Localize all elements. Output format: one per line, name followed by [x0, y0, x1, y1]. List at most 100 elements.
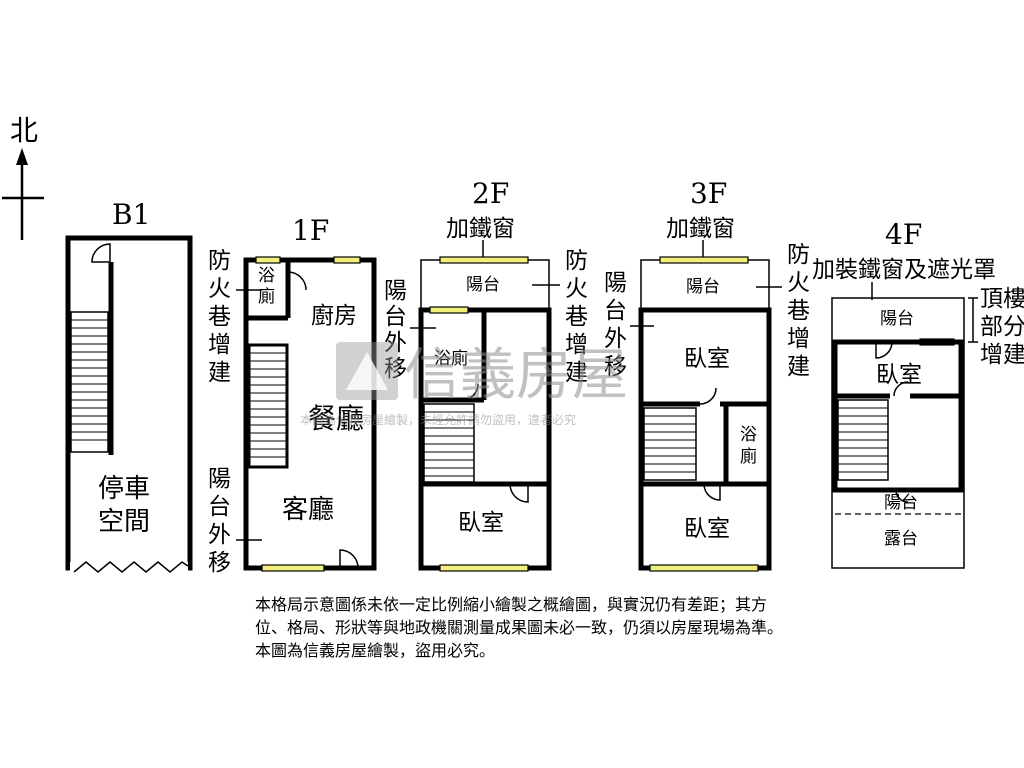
floor-title-4f: 4F [885, 218, 922, 251]
svg-text:防: 防 [565, 248, 588, 274]
svg-text:建: 建 [565, 360, 588, 386]
floor-4f: 4F 加裝鐵窗及遮光罩 陽台 臥室 陽台 露台 頂樓 部分 增建 [812, 218, 1024, 569]
4f-stair-steps [838, 407, 888, 473]
svg-text:防: 防 [208, 248, 231, 274]
svg-text:移: 移 [384, 356, 407, 382]
floor-3f: 3F 加鐵窗 陽台 臥室 浴 廁 臥室 陽 台 外 移 防 [604, 177, 810, 572]
1f-bath-door [287, 271, 307, 291]
3f-label-balcony: 陽 台 外 移 [604, 270, 627, 380]
3f-label-firelane: 防 火 巷 增 建 [787, 242, 810, 380]
floor-title-b1: B1 [112, 198, 150, 231]
1f-room-bath-2: 廁 [258, 286, 275, 307]
b1-door-swing [91, 243, 111, 263]
2f-label-balcony: 陽 台 外 移 [384, 278, 407, 382]
4f-balcony-door [875, 341, 893, 359]
svg-text:台: 台 [604, 298, 627, 324]
b1-room-2: 空間 [98, 507, 150, 537]
disclaimer-line-3: 本圖為信義房屋繪製，盜用必究。 [255, 641, 496, 660]
svg-text:移: 移 [208, 550, 231, 576]
1f-room-living: 客廳 [282, 495, 334, 525]
2f-top-label: 加鐵窗 [446, 216, 515, 242]
disclaimer-line-1: 本格局示意圖係未依一定比例縮小繪製之概繪圖，與實況仍有差距；其方 [255, 595, 768, 614]
watermark: 信義房屋 本圖為信義房屋繪製，未經允許請勿盜用，違者必究 [300, 342, 628, 427]
3f-window-bottom [649, 564, 759, 572]
2f-room-bedroom: 臥室 [458, 510, 504, 536]
svg-text:部分: 部分 [980, 314, 1024, 340]
3f-window-top [659, 256, 749, 264]
svg-text:巷: 巷 [208, 304, 231, 330]
4f-bedroom-door [893, 381, 909, 397]
4f-room-balcony-bottom: 陽台 [884, 493, 918, 513]
4f-room-bedroom: 臥室 [876, 362, 922, 388]
svg-text:陽: 陽 [604, 270, 627, 296]
svg-text:增: 增 [208, 332, 231, 358]
north-arrow-icon [16, 148, 28, 165]
svg-text:移: 移 [604, 354, 627, 380]
svg-text:台: 台 [384, 304, 407, 330]
svg-text:台: 台 [208, 494, 231, 520]
1f-entry-door [339, 549, 359, 569]
3f-bedroom2-door [703, 483, 721, 501]
svg-text:火: 火 [208, 276, 231, 302]
svg-text:增: 增 [787, 326, 810, 352]
1f-window-top-left [255, 256, 281, 264]
b1-room-1: 停車 [98, 474, 150, 504]
watermark-brand: 信義房屋 [404, 343, 628, 408]
2f-room-bath: 浴廁 [434, 348, 468, 369]
svg-text:頂樓: 頂樓 [980, 286, 1024, 312]
3f-room-bath-1: 浴 [740, 425, 757, 445]
floor-title-3f: 3F [690, 177, 727, 210]
2f-stair-steps [424, 411, 474, 477]
2f-window-bath [429, 306, 469, 314]
watermark-notice: 本圖為信義房屋繪製，未經允許請勿盜用，違者必究 [300, 412, 576, 427]
4f-indoor-wall [832, 339, 964, 493]
3f-stair-steps [644, 415, 696, 473]
svg-text:火: 火 [787, 270, 810, 296]
2f-room-balcony: 陽台 [466, 275, 500, 295]
3f-bedroom1-door [699, 387, 717, 405]
1f-window-bottom [261, 564, 325, 572]
compass-north-label: 北 [10, 114, 38, 147]
4f-room-terrace: 露台 [884, 529, 918, 549]
1f-stairwell [247, 343, 289, 469]
1f-stair-steps [249, 352, 287, 458]
svg-text:外: 外 [208, 522, 231, 548]
2f-label-firelane: 防 火 巷 增 建 [565, 248, 588, 386]
4f-room-balcony-top: 陽台 [880, 309, 914, 329]
svg-text:建: 建 [208, 360, 231, 386]
1f-room-dining: 餐廳 [308, 402, 364, 435]
svg-text:防: 防 [787, 242, 810, 268]
disclaimer-line-2: 位、格局、形狀等與地政機關測量成果圖未必一致，仍須以房屋現場為準。 [255, 618, 784, 637]
svg-text:增建: 增建 [980, 342, 1024, 368]
svg-text:建: 建 [787, 354, 810, 380]
4f-rooftop-dimension [968, 297, 978, 343]
b1-stair-steps [71, 319, 108, 441]
3f-room-balcony: 陽台 [686, 277, 720, 297]
2f-window-top [439, 256, 529, 264]
svg-text:火: 火 [565, 276, 588, 302]
floor-1f: 1F 浴 廁 廚房 餐廳 客廳 防 火 巷 增 建 陽 [208, 214, 377, 576]
4f-terrace-door [895, 489, 909, 503]
svg-text:陽: 陽 [208, 466, 231, 492]
b1-garage-door [73, 561, 189, 573]
3f-top-label: 加鐵窗 [666, 216, 735, 242]
svg-text:增: 增 [565, 332, 588, 358]
2f-bedroom-door [509, 483, 529, 503]
2f-bath-door [461, 383, 479, 401]
4f-top-label: 加裝鐵窗及遮光罩 [812, 257, 996, 283]
1f-window-top-right [333, 256, 361, 264]
svg-text:巷: 巷 [565, 304, 588, 330]
4f-label-rooftop-addition: 頂樓 部分 增建 [980, 286, 1024, 368]
svg-text:巷: 巷 [787, 298, 810, 324]
4f-outer-frame [831, 297, 965, 569]
b1-stairs [70, 311, 109, 453]
3f-stairs [643, 407, 697, 481]
svg-text:外: 外 [604, 326, 627, 352]
1f-label-balcony: 陽 台 外 移 [208, 466, 231, 576]
3f-room-bedroom-2: 臥室 [684, 516, 730, 542]
svg-text:外: 外 [384, 330, 407, 356]
1f-label-firelane: 防 火 巷 增 建 [208, 248, 231, 386]
svg-text:陽: 陽 [384, 278, 407, 304]
3f-room-bath-2: 廁 [740, 446, 757, 467]
